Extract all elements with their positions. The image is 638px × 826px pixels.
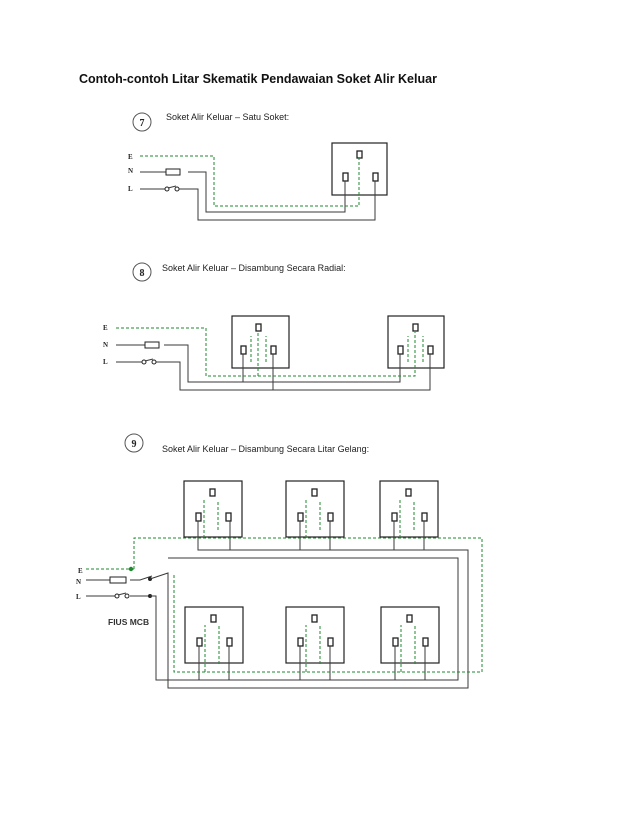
socket-earth-pin <box>412 323 419 332</box>
live-wire <box>116 354 431 391</box>
socket-neutral-pin <box>342 172 349 182</box>
socket-earth-pin <box>209 488 216 497</box>
terminal-label-earth: E <box>103 324 108 332</box>
socket-live-pin <box>327 512 334 522</box>
diagram-single-socket: 7 Soket Alir Keluar – Satu Soket: E N L <box>128 112 388 221</box>
terminal-label-earth: E <box>78 567 83 575</box>
terminal-label-live: L <box>103 358 108 366</box>
terminal-label-earth: E <box>128 153 133 161</box>
diagram-number-circle <box>124 433 144 453</box>
diagram-caption: Soket Alir Keluar – Satu Soket: <box>166 112 289 122</box>
diagram-number: 7 <box>140 118 145 129</box>
diagram-caption: Soket Alir Keluar – Disambung Secara Lit… <box>162 444 369 454</box>
live-wire <box>140 181 376 221</box>
diagram-ring-circuit: 9 Soket Alir Keluar – Disambung Secara L… <box>76 433 483 689</box>
socket-live-pin <box>422 637 429 647</box>
terminal-label-live: L <box>128 185 133 193</box>
ring-earth-wire <box>133 537 483 673</box>
socket-neutral-pin <box>391 512 398 522</box>
diagram-caption: Soket Alir Keluar – Disambung Secara Rad… <box>162 263 346 273</box>
diagram-number-circle <box>132 112 152 132</box>
socket-earth-pin <box>311 614 318 623</box>
diagram-number: 8 <box>140 268 145 279</box>
fuse-icon <box>144 341 160 349</box>
neutral-wire <box>140 171 346 213</box>
neutral-feed <box>86 575 153 581</box>
fuse-icon <box>109 576 127 584</box>
socket-earth-pin <box>311 488 318 497</box>
socket-neutral-pin <box>195 512 202 522</box>
earth-wire <box>116 327 416 377</box>
diagram-number: 9 <box>132 439 137 450</box>
terminal-label-neutral: N <box>76 578 81 586</box>
terminal-label-neutral: N <box>128 167 133 175</box>
socket-neutral-pin <box>196 637 203 647</box>
socket-neutral-pin <box>297 512 304 522</box>
socket-live-pin <box>327 637 334 647</box>
fuse-icon <box>165 168 181 176</box>
ring-live-wire <box>150 557 459 681</box>
socket-earth-pin <box>406 614 413 623</box>
diagram-number-circle <box>132 262 152 282</box>
socket-neutral-pin <box>240 345 247 355</box>
socket-neutral-pin <box>297 637 304 647</box>
fuse-label: FIUS MCB <box>108 617 149 627</box>
socket-live-pin <box>427 345 434 355</box>
socket-earth-pin <box>356 150 363 159</box>
terminal-label-neutral: N <box>103 341 108 349</box>
page-title: Contoh-contoh Litar Skematik Pendawaian … <box>79 72 437 86</box>
socket-live-pin <box>270 345 277 355</box>
ring-neutral-wire <box>149 521 469 689</box>
socket-neutral-pin <box>392 637 399 647</box>
diagram-radial: 8 Soket Alir Keluar – Disambung Secara R… <box>103 262 445 391</box>
socket-earth-pin <box>210 614 217 623</box>
socket-live-pin <box>226 637 233 647</box>
socket-live-pin <box>421 512 428 522</box>
socket-earth-pin <box>405 488 412 497</box>
neutral-wire <box>116 344 401 383</box>
socket-live-pin <box>372 172 379 182</box>
socket-live-pin <box>225 512 232 522</box>
earth-wire <box>140 155 360 207</box>
socket-neutral-pin <box>397 345 404 355</box>
socket-earth-pin <box>255 323 262 332</box>
terminal-label-live: L <box>76 593 81 601</box>
